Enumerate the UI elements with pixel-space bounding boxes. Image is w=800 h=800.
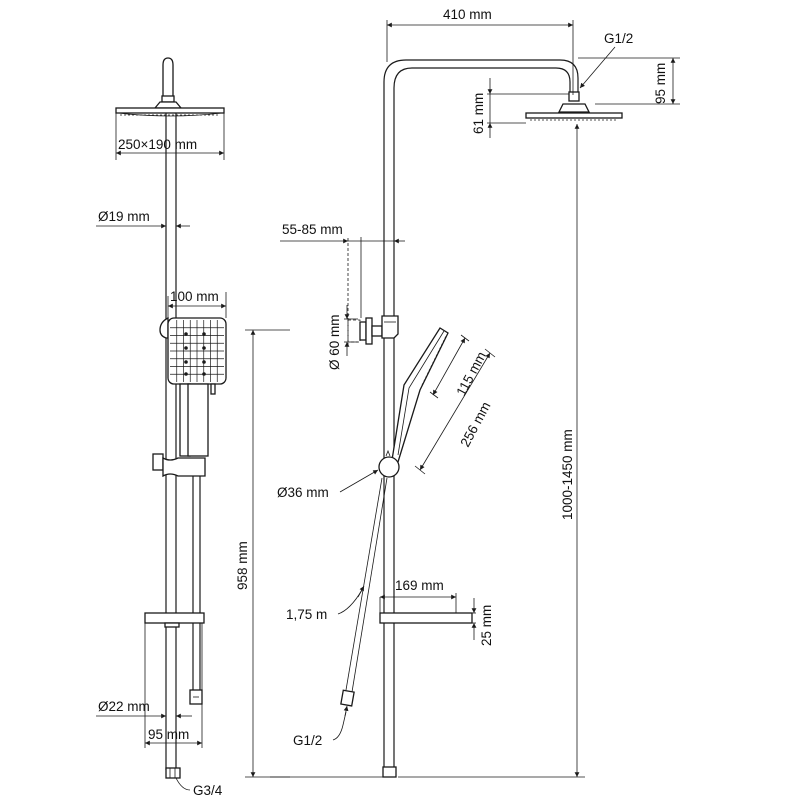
dim-label-lower-pipe-diameter: Ø22 mm	[98, 699, 150, 714]
handshower-grid	[170, 320, 224, 382]
dim-bracket-spacing: 95 mm	[144, 623, 203, 748]
dim-lower-pipe-diameter: Ø22 mm	[96, 699, 192, 719]
side-shelf	[144, 612, 205, 628]
dim-label-shelf-depth: 169 mm	[395, 578, 444, 593]
dim-label-wall-offset: 55-85 mm	[282, 222, 343, 237]
nozzle-dot	[184, 360, 188, 364]
front-view: 410 mm G1/2 95 mm 61 mm 1000-1450 m	[270, 7, 680, 778]
dim-label-head-size: 250×190 mm	[118, 137, 197, 152]
dim-label-handshower-head: 115 mm	[453, 349, 489, 398]
dim-label-inlet-thread: G3/4	[193, 783, 223, 798]
dim-shelf-depth: 169 mm	[379, 578, 457, 613]
front-diverter: Ø36 mm	[277, 449, 400, 500]
side-riser	[165, 113, 177, 770]
side-hand-shower	[159, 316, 227, 457]
side-hose-connector	[189, 689, 203, 705]
dim-label-height-958: 958 mm	[235, 541, 250, 590]
side-view: 250×190 mm Ø19 mm 100 mm	[96, 57, 290, 798]
side-rain-shower-head	[115, 101, 225, 117]
dim-arm-length: 410 mm	[386, 7, 574, 95]
dim-label-head-thread: G1/2	[604, 31, 633, 46]
front-rain-shower-head	[525, 91, 623, 121]
dim-head-width: 250×190 mm	[115, 113, 225, 160]
dim-label-riser-diameter: Ø19 mm	[98, 209, 150, 224]
front-wall-bracket	[347, 237, 399, 345]
dim-adjustable-height: 1000-1450 mm	[398, 124, 585, 778]
dim-label-shelf-thickness: 25 mm	[479, 605, 494, 646]
dim-hose-length: 1,75 m	[286, 585, 365, 622]
dim-label-arm-drop: 95 mm	[653, 63, 668, 104]
nozzle-dot	[202, 360, 206, 364]
front-hose	[340, 477, 388, 707]
dim-shelf-thickness: 25 mm	[471, 598, 494, 646]
dim-wall-offset: 55-85 mm	[280, 222, 405, 244]
nozzle-dot	[202, 346, 206, 350]
front-shelf	[379, 612, 473, 624]
nozzle-dot	[184, 372, 188, 376]
dim-label-adjustable-height: 1000-1450 mm	[560, 429, 575, 520]
front-riser-arm	[383, 59, 579, 770]
dim-label-hose-length: 1,75 m	[286, 607, 327, 622]
nozzle-dot	[202, 372, 206, 376]
side-top-pipe	[161, 57, 175, 103]
nozzle-dot	[184, 332, 188, 336]
side-hose-pipe	[192, 476, 201, 690]
dim-label-diverter-diameter: Ø36 mm	[277, 485, 329, 500]
front-foot	[270, 766, 397, 778]
dim-hose-thread: G1/2	[293, 705, 349, 748]
dim-handshower-width: 100 mm	[167, 289, 227, 318]
dim-bracket-diameter: Ø 60 mm	[327, 305, 358, 370]
dim-riser-diameter: Ø19 mm	[96, 209, 190, 229]
dim-label-arm-length: 410 mm	[443, 7, 492, 22]
side-inlet: G3/4	[165, 767, 223, 798]
nozzle-dot	[202, 332, 206, 336]
side-holder-bracket	[152, 453, 206, 478]
dim-label-bracket-spacing: 95 mm	[148, 727, 189, 742]
dim-label-head-height: 61 mm	[471, 93, 486, 134]
dim-height-958: 958 mm	[235, 329, 290, 778]
dim-arm-drop: 95 mm	[578, 57, 680, 105]
dim-label-handshower-width: 100 mm	[170, 289, 219, 304]
front-hand-shower	[391, 327, 449, 463]
dim-label-handshower-length: 256 mm	[457, 399, 493, 449]
dim-head-height: 61 mm	[471, 78, 569, 138]
nozzle-dot	[184, 346, 188, 350]
dim-head-thread: G1/2	[579, 31, 633, 89]
dim-label-hose-thread: G1/2	[293, 733, 322, 748]
dim-label-bracket-diameter: Ø 60 mm	[327, 314, 342, 370]
